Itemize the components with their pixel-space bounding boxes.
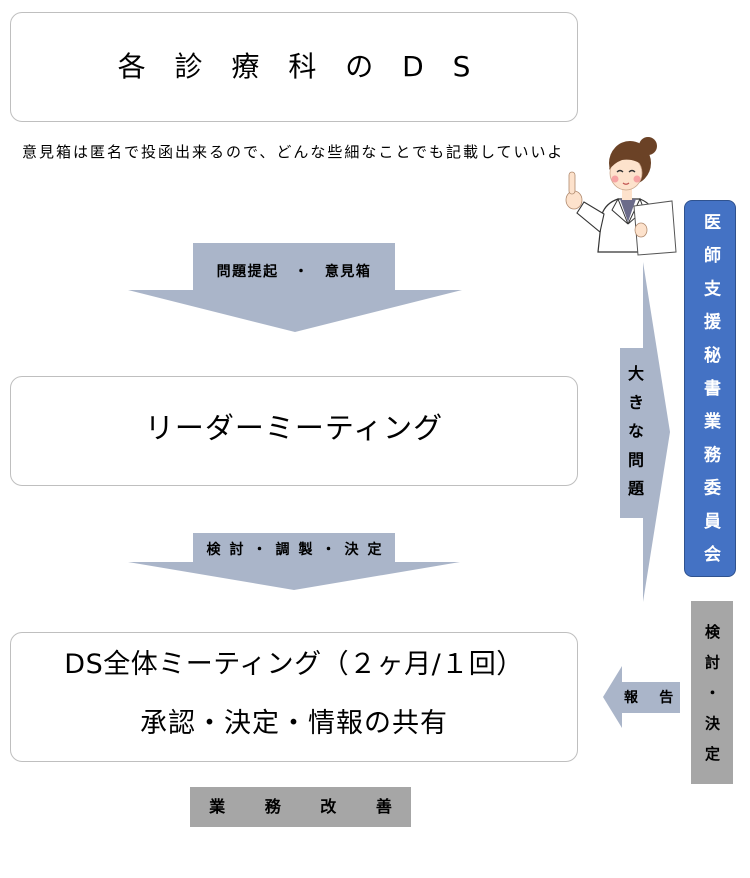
work-improvement-box: 業 務 改 善 bbox=[190, 787, 411, 827]
report-label: 報 告 bbox=[624, 690, 682, 706]
arrow-problem-down bbox=[128, 243, 462, 332]
mouth bbox=[622, 182, 630, 185]
committee-label: 医師支援秘書業務委員会 bbox=[700, 213, 720, 579]
paper bbox=[633, 200, 677, 256]
committee-decision-box: 検討・決定 bbox=[691, 601, 733, 784]
committee-box: 医師支援秘書業務委員会 bbox=[684, 200, 736, 579]
committee-decision-label: 検討・決定 bbox=[703, 624, 721, 777]
bangs bbox=[609, 150, 646, 170]
pointing-finger bbox=[568, 171, 576, 195]
collar-left bbox=[611, 197, 629, 225]
arrow-decision-down bbox=[128, 533, 460, 590]
suggestion-box-note: 意見箱は匿名で投函出来るので、どんな些細なことでも記載していいよ bbox=[22, 143, 565, 161]
holding-hand bbox=[634, 222, 648, 238]
hair-bun bbox=[639, 137, 657, 155]
shirt bbox=[620, 199, 636, 222]
all-ds-meeting-title: DS全体ミーティング（２ヶ月/１回） bbox=[64, 649, 524, 680]
woman-pointing-finger-icon bbox=[565, 137, 677, 256]
eye-right bbox=[628, 169, 636, 173]
arrow-report-left bbox=[603, 666, 680, 728]
neck bbox=[622, 186, 632, 200]
all-ds-meeting-box: DS全体ミーティング（２ヶ月/１回） 承認・決定・情報の共有 bbox=[10, 632, 578, 762]
all-ds-meeting-subtitle: 承認・決定・情報の共有 bbox=[140, 708, 448, 739]
arrow-big-issue-right bbox=[620, 262, 670, 602]
departments-ds-title: 各 診 療 科 の D S bbox=[117, 50, 481, 83]
leader-meeting-box: リーダーミーティング bbox=[10, 376, 578, 486]
leader-meeting-title: リーダーミーティング bbox=[144, 411, 444, 445]
cheek-left bbox=[611, 175, 619, 183]
sleeve bbox=[576, 201, 605, 233]
big-issue-label: 大きな問題 bbox=[625, 365, 644, 509]
departments-ds-box: 各 診 療 科 の D S bbox=[10, 12, 578, 122]
eye-left bbox=[616, 169, 624, 173]
cheek-right bbox=[633, 175, 641, 183]
arrow-decision-label: 検討・調製・決定 bbox=[206, 542, 391, 558]
arrow-problem-label: 問題提起 ・ 意見箱 bbox=[216, 264, 372, 280]
